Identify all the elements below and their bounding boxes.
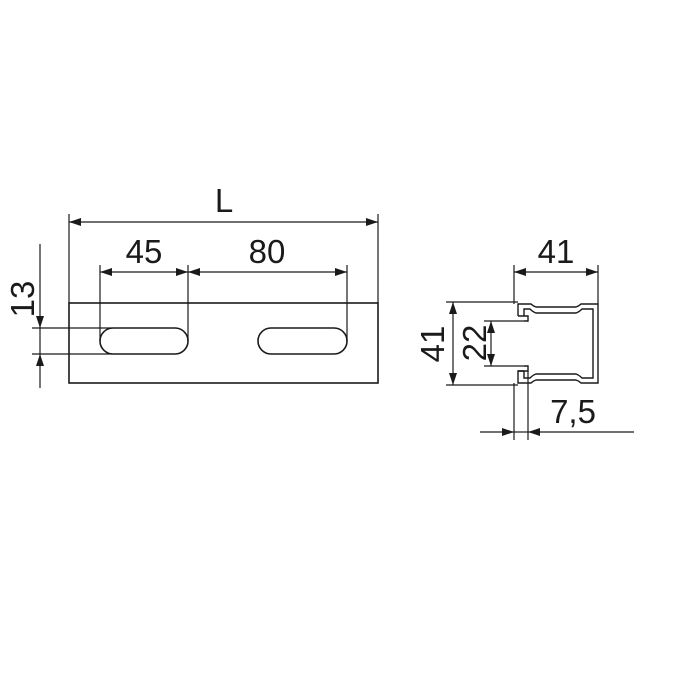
slot-left — [99, 327, 189, 355]
slot-height-label: 13 — [4, 281, 41, 318]
slot-offset-label: 45 — [126, 233, 163, 270]
side-view: L 45 80 13 — [4, 182, 379, 388]
profile-opening-label: 22 — [456, 325, 493, 362]
slot-right — [257, 327, 348, 355]
length-label: L — [215, 182, 233, 219]
dimension-profile-lip: 7,5 — [480, 371, 634, 440]
profile-view: 41 41 22 7,5 — [414, 233, 634, 440]
dimension-slot-offset: 45 — [99, 233, 189, 341]
dimension-profile-height: 41 — [414, 301, 518, 386]
dimension-profile-width: 41 — [513, 233, 599, 304]
profile-height-label: 41 — [414, 326, 451, 363]
dimension-slot-height: 13 — [4, 244, 112, 388]
channel-profile-outer — [517, 303, 599, 384]
dimension-profile-opening: 22 — [456, 320, 524, 367]
dimension-length: L — [68, 182, 379, 303]
profile-width-label: 41 — [538, 233, 575, 270]
dimension-slot-pitch: 80 — [188, 233, 348, 341]
slot-pitch-label: 80 — [249, 233, 286, 270]
profile-lip-label: 7,5 — [550, 393, 596, 430]
channel-profile-inner — [523, 308, 594, 379]
